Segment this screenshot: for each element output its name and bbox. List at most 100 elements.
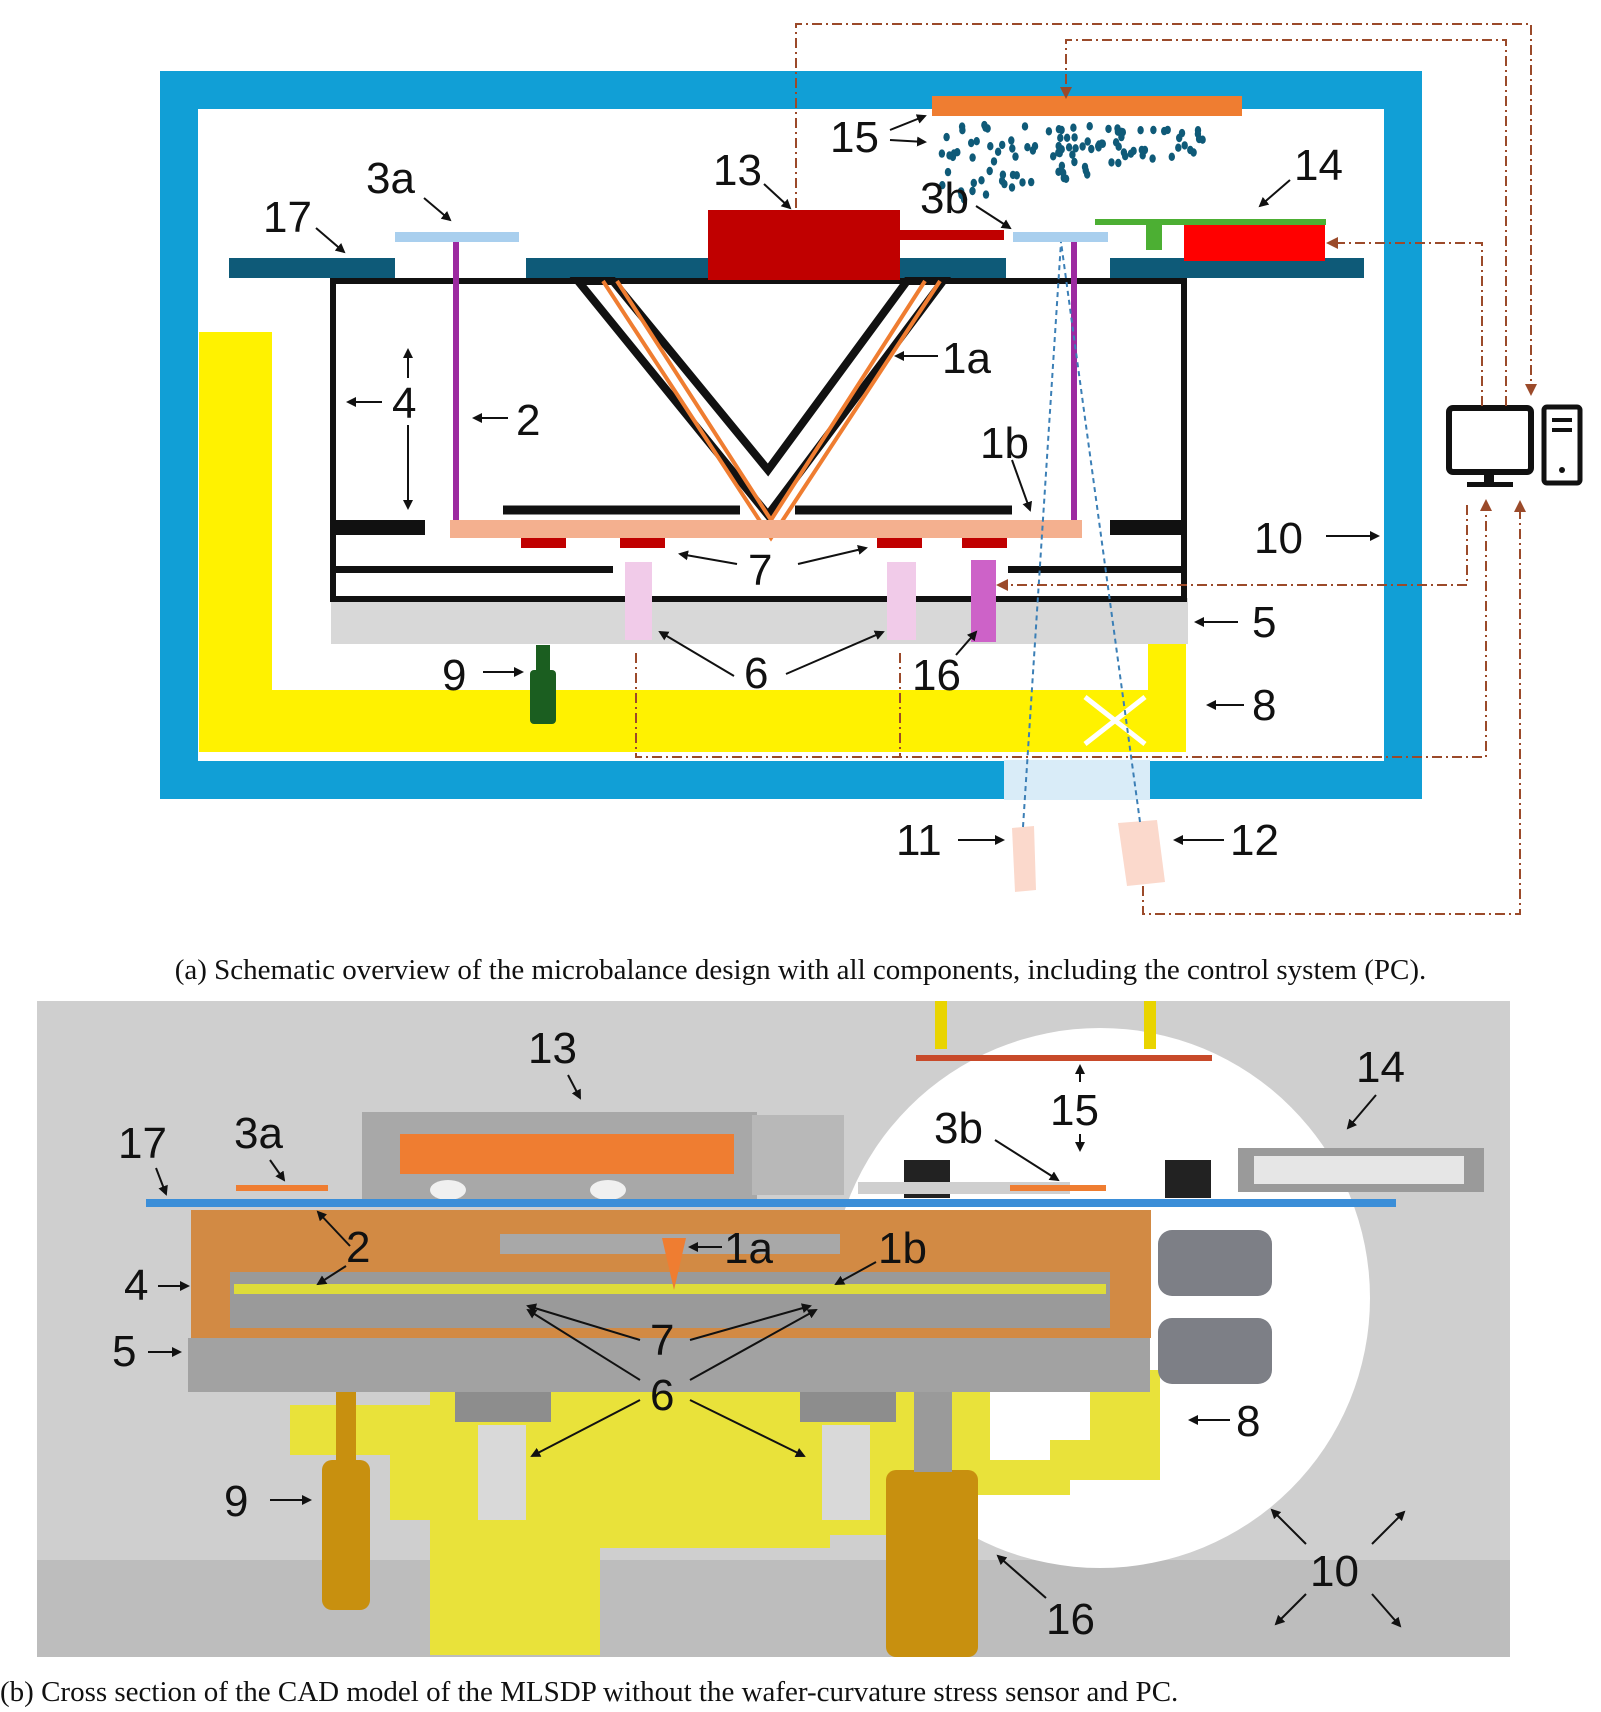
particle [960,195,968,204]
particle [1187,145,1194,155]
caption-b: (b) Cross section of the CAD model of th… [0,1676,1179,1708]
particle [998,176,1006,186]
gauge-9-b [322,1460,370,1610]
block-3b-right [1165,1160,1211,1198]
beam-11 [1022,241,1062,828]
sensor-16-b [886,1470,978,1657]
particle [1149,154,1156,163]
particle [1181,141,1188,150]
motor-13 [708,210,900,280]
particle [973,137,980,146]
rod-2-right [1071,240,1077,522]
label-a-4: 4 [392,379,416,428]
housing-shelf-right [1008,566,1184,573]
electrode-7a [521,538,566,548]
beam-1b-b [234,1284,1106,1294]
particle [1112,138,1120,147]
particle [944,167,952,177]
motor-13-foot-b [590,1180,626,1200]
yellow-base-8 [199,332,1186,752]
particle [978,176,985,185]
particle [1084,137,1091,146]
label-b-10: 10 [1310,1547,1359,1596]
pan-3a [395,232,519,242]
label-b-2: 2 [346,1223,370,1272]
label-a-15: 15 [830,113,879,162]
particle [938,149,946,158]
particle [1108,158,1115,167]
sensor-16-b-neck [914,1392,952,1472]
particle [1119,128,1127,137]
housing-4-b-cavity [230,1272,1110,1328]
label-a-2: 2 [516,396,540,445]
particle [1012,152,1019,161]
particle [986,166,993,176]
particle [999,170,1007,179]
labels-a: 17 3a 13 3b 14 15 4 2 1a 1b 7 [263,113,1380,865]
particle [970,178,977,188]
label-a-12: 12 [1230,816,1279,865]
label-a-14: 14 [1294,141,1343,190]
particle [1069,150,1076,159]
label-a-7: 7 [748,546,772,595]
particle [1070,123,1077,132]
particle [1062,174,1070,183]
particle [987,142,994,151]
particle [1065,143,1073,152]
laser-11 [1012,826,1036,892]
electrode-7d [962,538,1007,548]
particle [1088,144,1095,154]
label-b-3a: 3a [234,1109,283,1158]
particle [999,140,1006,150]
source-15-plate [932,96,1242,116]
chamber-window [1004,760,1150,800]
particle [1071,157,1078,167]
electrode-7b [620,538,665,548]
frame-17-b [146,1199,1396,1207]
label-a-13: 13 [713,146,762,195]
stand-8-post-b [1144,1001,1156,1049]
connector-a [1158,1230,1272,1296]
particle [1029,146,1037,155]
housing-4 [330,278,1187,602]
label-b-8: 8 [1236,1397,1260,1446]
panel-a: 17 3a 13 3b 14 15 4 2 1a 1b 7 [160,23,1583,915]
panel-b: 13 14 15 17 3a 3b 2 1a 1b 4 7 5 [37,1001,1510,1657]
particle [1057,133,1064,143]
label-b-4: 4 [124,1261,148,1310]
label-b-14: 14 [1356,1043,1405,1092]
pillar-6-right-cap [800,1392,896,1422]
particle [1130,146,1137,156]
particle [1084,170,1091,179]
caption-a: (a) Schematic overview of the microbalan… [174,954,1427,986]
label-b-15: 15 [1050,1086,1099,1135]
particle [969,153,976,162]
particle [1071,133,1078,142]
particle [939,181,946,190]
particle [1072,144,1079,153]
particle [1021,122,1029,131]
particle [1122,152,1129,161]
stand-8-post-a [935,1001,947,1049]
particle [1168,152,1176,161]
label-a-11: 11 [896,816,942,865]
beam-12 [1060,241,1141,823]
particle [1019,178,1026,187]
source-15-plate-b [916,1055,1212,1061]
label-a-16: 16 [912,651,961,700]
label-b-6: 6 [650,1371,674,1420]
particle [1098,139,1106,148]
pillar-6-left [478,1425,526,1520]
particle [1176,133,1183,143]
pillar-6-right [822,1425,870,1520]
particle [1150,125,1157,135]
particle [969,186,976,196]
pan-3b-b [1010,1185,1106,1191]
particle [959,126,966,135]
pc-icon [1446,404,1583,487]
housing-ledge-left [333,520,425,535]
label-a-6: 6 [744,649,768,698]
particle [1058,161,1066,170]
lever-1a-b [662,1238,686,1290]
